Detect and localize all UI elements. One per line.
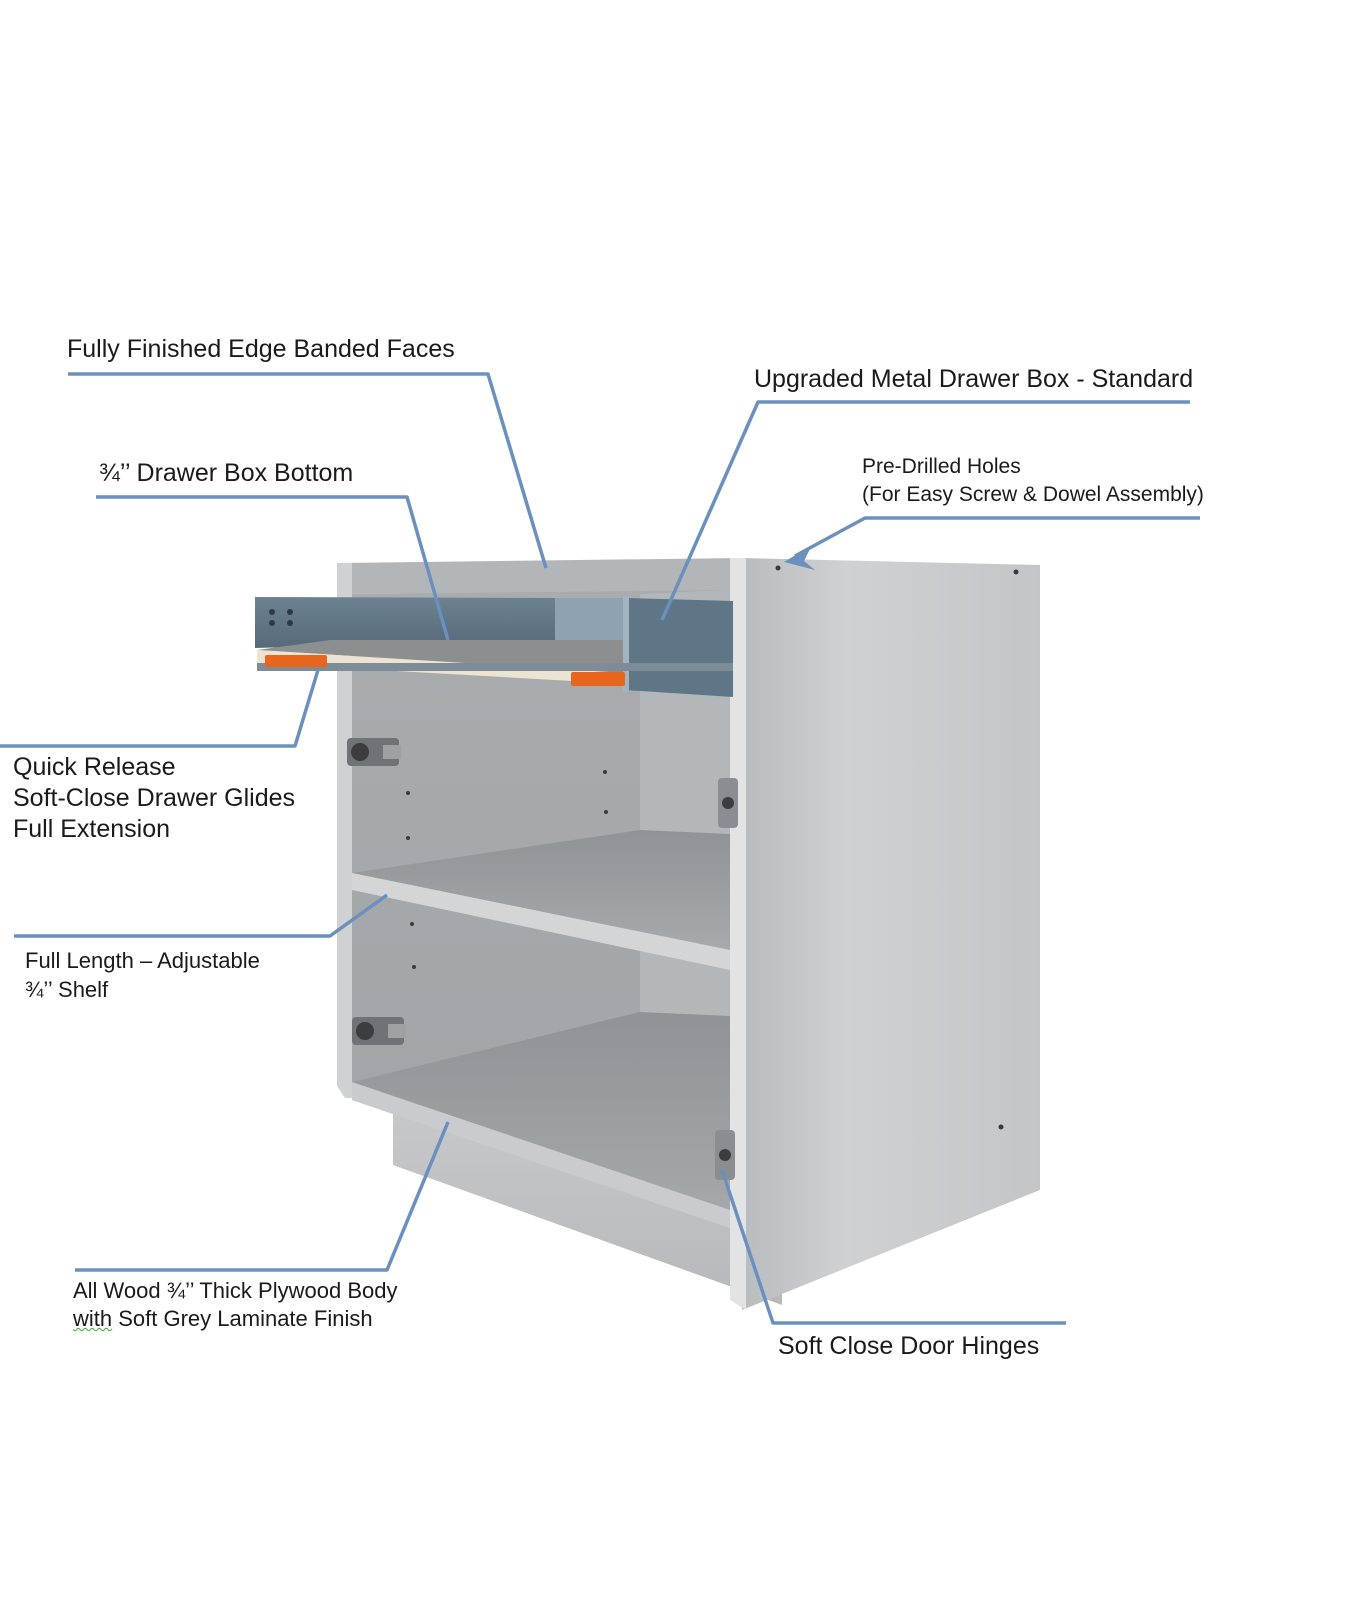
drawer-side-wall: [255, 597, 555, 648]
label-line: (For Easy Screw & Dowel Assembly): [862, 483, 1204, 506]
drawer-screw: [287, 620, 293, 626]
leader-metal-drawer: [660, 400, 1190, 621]
drawer-screw: [269, 620, 275, 626]
adjustable-shelf: [352, 830, 730, 970]
shelf-top-surface: [352, 830, 730, 950]
metal-drawer-box: [255, 596, 733, 697]
shelf-pin-holes: [406, 565, 1019, 1130]
door-hinges: [347, 738, 738, 1180]
pin-hole: [604, 810, 608, 814]
drawer-back-inner: [555, 598, 625, 640]
label-soft-close-hinges: Soft Close Door Hinges: [778, 1331, 1039, 1361]
pin-hole: [406, 836, 410, 840]
leader-body: [75, 1121, 450, 1272]
leader-glides: [0, 669, 320, 748]
drawer-screw: [269, 609, 275, 615]
label-line: Pre-Drilled Holes: [862, 455, 1021, 478]
label-metal-drawer-box: Upgraded Metal Drawer Box - Standard: [754, 364, 1193, 394]
pin-hole: [410, 922, 414, 926]
glide-rail: [257, 663, 733, 671]
arrowhead: [784, 545, 815, 570]
shelf-front-edge: [352, 873, 730, 970]
pin-hole: [412, 965, 416, 969]
label-line: Full Extension: [13, 815, 171, 843]
label-line: with Soft Grey Laminate Finish: [73, 1305, 397, 1333]
pin-hole: [775, 565, 781, 571]
leader-pre-drilled-holes: [794, 516, 1200, 558]
label-text: Soft Close Door Hinges: [778, 1332, 1040, 1360]
hinge-icon: [347, 738, 401, 766]
cabinet-bottom-panel: [352, 1012, 730, 1228]
cabinet-top-panel: [337, 558, 742, 594]
cabinet-right-side-panel: [742, 558, 1040, 1310]
leader-shelf: [14, 893, 389, 938]
label-line: Full Length – Adjustable: [25, 948, 260, 973]
pin-hole: [998, 1124, 1004, 1130]
drawer-screw: [287, 609, 293, 615]
label-word: Soft Grey Laminate Finish: [112, 1306, 373, 1331]
label-adjustable-shelf: Full Length – Adjustable ¾’’ Shelf: [25, 946, 260, 1004]
drawer-front-rim: [623, 596, 629, 692]
drawer-front-panel: [625, 598, 733, 697]
label-plywood-body: All Wood ¾’’ Thick Plywood Body with Sof…: [73, 1277, 397, 1333]
pin-hole: [1013, 569, 1019, 575]
leader-edge-faces: [68, 372, 548, 569]
label-edge-banded-faces: Fully Finished Edge Banded Faces: [67, 334, 455, 364]
label-pre-drilled-holes: Pre-Drilled Holes (For Easy Screw & Dowe…: [862, 453, 1204, 509]
bottom-panel-front-edge: [352, 1082, 730, 1228]
toe-kick-panel: [393, 1108, 782, 1305]
label-line: ¾’’ Shelf: [25, 977, 109, 1002]
label-word: with: [73, 1306, 113, 1331]
label-text: ¾’’ Drawer Box Bottom: [99, 459, 354, 487]
pin-hole: [603, 770, 607, 774]
hinge-icon: [715, 1130, 735, 1180]
glide-release-clip-right: [571, 672, 625, 686]
hinge-icon: [352, 1017, 406, 1045]
label-drawer-glides: Quick Release Soft-Close Drawer Glides F…: [13, 752, 295, 845]
hinge-icon: [718, 778, 738, 828]
label-line: Quick Release: [13, 753, 176, 781]
pin-hole: [406, 791, 410, 795]
leader-lines: [0, 372, 1200, 1325]
label-text: Upgraded Metal Drawer Box - Standard: [754, 365, 1194, 393]
label-text: Fully Finished Edge Banded Faces: [67, 335, 455, 363]
label-line: All Wood ¾’’ Thick Plywood Body: [73, 1278, 398, 1303]
leader-drawer-bottom: [96, 495, 450, 641]
label-line: Soft-Close Drawer Glides: [13, 784, 296, 812]
cabinet-front-edge-right: [730, 558, 746, 1310]
leader-hinges: [720, 1169, 1066, 1325]
cabinet-left-side-edge: [337, 563, 352, 1098]
glide-release-clip-left: [265, 655, 327, 667]
label-drawer-box-bottom: ¾’’ Drawer Box Bottom: [99, 458, 353, 488]
